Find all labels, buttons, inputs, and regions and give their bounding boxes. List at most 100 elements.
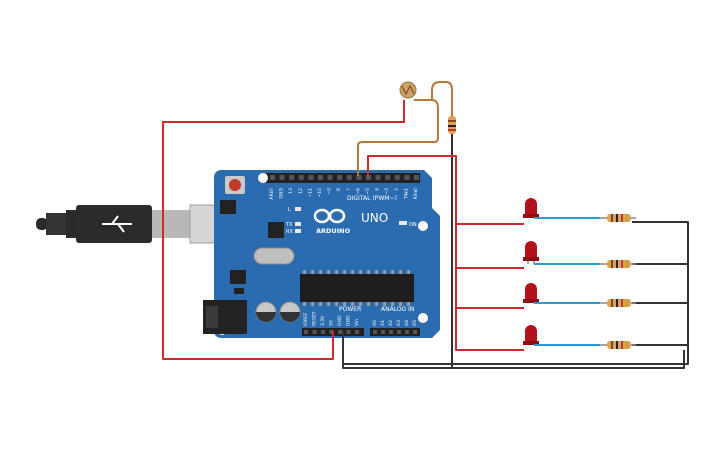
on-led	[399, 221, 407, 225]
arduino-logo	[313, 208, 346, 224]
pulldown-resistor[interactable]	[448, 116, 456, 134]
mounting-hole	[258, 173, 268, 183]
led-3[interactable]	[523, 283, 539, 303]
digital-pin-label: 13	[288, 188, 294, 194]
digital-pin[interactable]	[356, 175, 362, 180]
digital-pin-header[interactable]	[266, 173, 420, 183]
analog-pin-header[interactable]	[370, 328, 420, 336]
usb-controller-chip	[268, 222, 284, 238]
digital-pin[interactable]	[289, 175, 295, 180]
wire-5v-to-ldr[interactable]	[162, 100, 405, 360]
analog-pin-label: A1	[380, 320, 386, 326]
power-pin[interactable]	[346, 330, 351, 334]
digital-pin-label: 4	[375, 188, 381, 191]
digital-pin-label: ~11	[307, 188, 313, 198]
digital-pin-label: AREF	[269, 188, 275, 200]
crystal-oscillator	[253, 247, 295, 265]
digital-pin-label: TX▸1	[403, 188, 409, 200]
digital-pin[interactable]	[298, 175, 304, 180]
wire-gnd-return[interactable]	[343, 350, 685, 369]
digital-pin[interactable]	[318, 175, 323, 180]
mounting-hole	[418, 221, 428, 231]
wire-d5-to-led2[interactable]	[455, 224, 524, 269]
digital-pin[interactable]	[375, 175, 381, 180]
digital-pin[interactable]	[270, 175, 275, 180]
model-label: UNO	[361, 211, 388, 225]
digital-pin-label: RX◂0	[413, 188, 419, 199]
power-pin[interactable]	[338, 330, 342, 334]
analog-pin[interactable]	[397, 330, 401, 334]
digital-pin[interactable]	[346, 175, 352, 180]
capacitor	[279, 301, 301, 323]
digital-pin[interactable]	[404, 175, 410, 180]
digital-pin[interactable]	[385, 175, 391, 180]
analog-pin-label: A0	[372, 320, 378, 326]
power-pin[interactable]	[304, 330, 308, 334]
l-led-label: L	[288, 207, 291, 213]
digital-pin-label: ~3	[384, 188, 390, 195]
digital-pin[interactable]	[414, 175, 419, 180]
analog-pin-label: A3	[396, 320, 402, 326]
wire-ldr-to-a0[interactable]	[357, 99, 439, 176]
resistor-2[interactable]	[600, 260, 636, 268]
resistor-1[interactable]	[600, 214, 636, 222]
led-1[interactable]	[523, 198, 539, 218]
reset-button[interactable]	[225, 176, 245, 194]
power-pin-label: GND	[337, 315, 343, 326]
analog-pin[interactable]	[389, 330, 393, 334]
resistor-4[interactable]	[600, 341, 636, 349]
voltage-regulator	[230, 270, 246, 284]
digital-pin[interactable]	[327, 175, 333, 180]
digital-pin-label: 8	[336, 188, 342, 191]
l-led	[295, 207, 301, 211]
analog-pin[interactable]	[405, 330, 409, 334]
tx-led	[295, 222, 301, 226]
digital-pin-label: ~6	[355, 188, 361, 195]
mounting-hole	[418, 313, 428, 323]
digital-pin[interactable]	[394, 175, 400, 180]
analog-pin-label: A2	[388, 320, 394, 326]
analog-pin[interactable]	[373, 330, 377, 334]
digital-pin[interactable]	[308, 175, 314, 180]
wire-ldr-junction[interactable]	[431, 81, 453, 118]
digital-pin[interactable]	[279, 175, 285, 180]
on-led-label: ON	[409, 222, 417, 228]
analog-pin-label: A5	[412, 320, 418, 326]
led-2[interactable]	[523, 241, 539, 264]
digital-pin-label: GND	[279, 187, 285, 198]
wire-d4-to-led3[interactable]	[455, 268, 524, 309]
digital-pin-label: 7	[346, 188, 352, 191]
power-pin-label: IOREF	[303, 312, 309, 326]
analog-pin[interactable]	[381, 330, 385, 334]
digital-pin-label: ~10	[317, 188, 323, 198]
led-4[interactable]	[523, 325, 539, 345]
digital-pin-label: 12	[298, 188, 304, 194]
wire-gnd-bus[interactable]	[343, 221, 689, 365]
photoresistor[interactable]	[399, 81, 417, 99]
analog-pin[interactable]	[413, 330, 417, 334]
regulator-tab	[234, 288, 244, 294]
digital-pin[interactable]	[337, 175, 343, 180]
digital-pin-label: ~9	[327, 188, 333, 195]
power-pin-label: 3.3V	[320, 315, 326, 326]
resistor-3[interactable]	[600, 299, 636, 307]
power-pin[interactable]	[312, 330, 317, 334]
power-pin-label: Vin	[354, 319, 360, 326]
wire-d6-to-led1[interactable]	[367, 155, 524, 225]
power-pin-label: 5V	[329, 319, 335, 326]
digital-pin[interactable]	[366, 175, 371, 180]
power-pin[interactable]	[321, 330, 325, 334]
usb-chip	[220, 200, 236, 214]
power-pin-label: GND	[346, 315, 352, 326]
power-pin[interactable]	[329, 330, 334, 334]
wire-d3-to-led4[interactable]	[455, 308, 524, 351]
power-pin[interactable]	[355, 330, 359, 334]
capacitor	[255, 301, 277, 323]
usb-icon	[102, 215, 132, 233]
rx-led	[295, 229, 301, 233]
atmega328-chip	[300, 274, 414, 302]
analog-pin-label: A4	[404, 320, 410, 326]
analog-header-label: ANALOG IN	[381, 306, 414, 313]
